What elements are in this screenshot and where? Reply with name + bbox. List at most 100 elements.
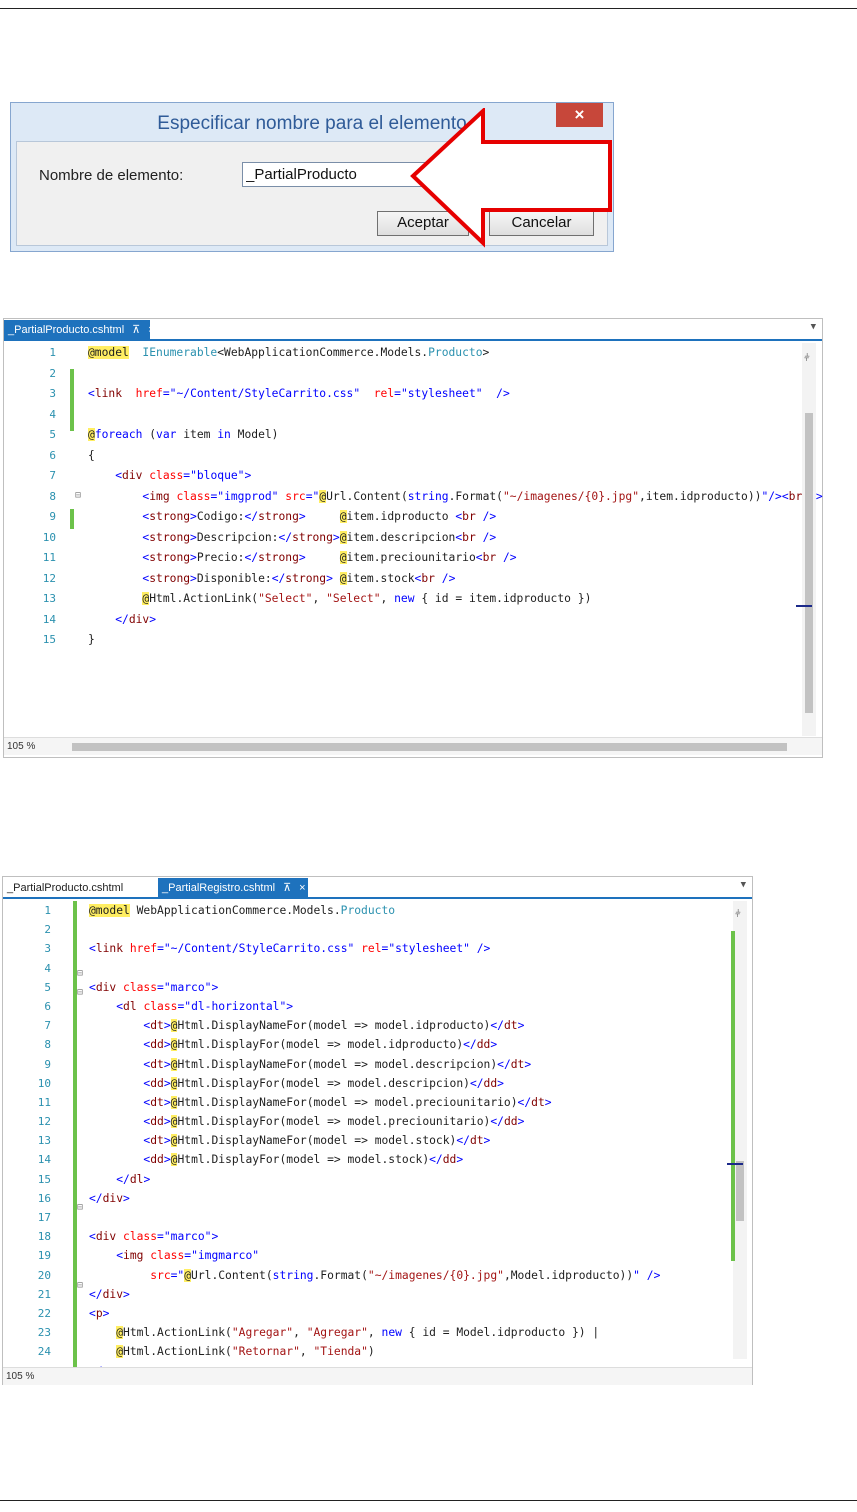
code-line[interactable] (88, 651, 823, 672)
code-line[interactable]: <dt>@Html.DisplayNameFor(model => model.… (89, 1016, 660, 1035)
collapse-icon[interactable]: ⊟ (75, 490, 82, 501)
code-token: Producto (428, 346, 483, 359)
tab-partial-producto[interactable]: _PartialProducto.cshtml (3, 878, 153, 899)
code-token: < (414, 571, 422, 585)
code-line[interactable]: </div> (88, 610, 823, 631)
line-number: 1 (44, 904, 51, 917)
item-name-label: Nombre de elemento: (39, 167, 184, 184)
close-button[interactable]: × (556, 103, 603, 127)
code-line[interactable] (88, 405, 823, 426)
collapse-icon[interactable]: ⊟ (77, 1280, 84, 1291)
zoom-level[interactable]: 105 % (7, 741, 36, 752)
code-token: /> (475, 510, 497, 523)
code-token (89, 1326, 116, 1339)
chevron-down-icon[interactable]: ▼ (810, 322, 816, 332)
code-token: dt (503, 1019, 518, 1033)
code-line[interactable]: <img class="imgprod" src="@Url.Content(s… (88, 487, 823, 508)
pin-icon[interactable]: ⊼ (283, 882, 292, 894)
horizontal-scrollbar[interactable]: 105 % (4, 737, 822, 755)
code-line[interactable]: <strong>Codigo:</strong> @item.idproduct… (88, 507, 823, 528)
code-line[interactable]: @Html.ActionLink("Retornar", "Tienda") (89, 1342, 660, 1361)
code-token: < (142, 489, 150, 503)
code-line[interactable]: @Html.ActionLink("Agregar", "Agregar", n… (89, 1323, 660, 1342)
code-line[interactable]: <dd>@Html.DisplayFor(model => model.idpr… (89, 1035, 660, 1054)
code-token: item.preciounitario (346, 551, 476, 564)
tab-partial-registro[interactable]: _PartialRegistro.cshtml⊼× (158, 878, 308, 899)
code-area[interactable]: @model IEnumerable<WebApplicationCommerc… (88, 343, 823, 671)
code-line[interactable] (89, 920, 660, 939)
code-line[interactable]: @model WebApplicationCommerce.Models.Pro… (89, 901, 660, 920)
line-number: 10 (37, 1076, 51, 1090)
code-token: foreach (94, 428, 143, 441)
chevron-down-icon[interactable]: ▼ (740, 880, 746, 890)
code-line[interactable]: </dl> (89, 1170, 660, 1189)
code-token: href (129, 942, 158, 956)
item-name-input[interactable] (242, 162, 452, 187)
code-line[interactable]: @Html.ActionLink("Select", "Select", new… (88, 589, 823, 610)
code-line[interactable]: <strong>Descripcion:</strong>@item.descr… (88, 528, 823, 549)
code-line[interactable]: <link href="~/Content/StyleCarrito.css" … (88, 384, 823, 405)
code-line[interactable] (88, 364, 823, 385)
code-token: ) (367, 1345, 375, 1359)
code-line[interactable]: { (88, 446, 823, 467)
horizontal-scrollbar[interactable]: 105 % (3, 1367, 752, 1385)
code-token: </ (271, 571, 286, 585)
code-line[interactable] (89, 1208, 660, 1227)
split-icon[interactable]: ⫩ (735, 909, 741, 920)
code-token: Html.DisplayNameFor(model => model.idpro… (177, 1019, 491, 1033)
code-line[interactable]: <dt>@Html.DisplayNameFor(model => model.… (89, 1093, 660, 1112)
code-line[interactable]: <dd>@Html.DisplayFor(model => model.prec… (89, 1112, 660, 1131)
close-icon[interactable]: × (148, 324, 155, 336)
scroll-thumb[interactable] (736, 1161, 744, 1221)
code-token: , (293, 1326, 307, 1340)
code-line[interactable]: } (88, 630, 823, 651)
close-icon[interactable]: × (299, 882, 306, 894)
code-line[interactable]: </div> (89, 1285, 660, 1304)
code-line[interactable]: <dd>@Html.DisplayFor(model => model.stoc… (89, 1150, 660, 1169)
vertical-scrollbar[interactable]: ⫩ (796, 343, 816, 736)
code-line[interactable]: <dd>@Html.DisplayFor(model => model.desc… (89, 1074, 660, 1093)
code-line[interactable]: <strong>Disponible:</strong> @item.stock… (88, 569, 823, 590)
code-token: ="stylesheet" (394, 387, 483, 400)
code-line[interactable]: src="@Url.Content(string.Format("~/image… (89, 1266, 660, 1285)
code-area[interactable]: @model WebApplicationCommerce.Models.Pro… (89, 901, 660, 1381)
code-token: Html.DisplayFor(model => model.stock) (177, 1153, 430, 1167)
line-number: 10 (42, 530, 56, 544)
h-scroll-thumb[interactable] (72, 743, 787, 751)
split-icon[interactable]: ⫩ (804, 353, 810, 364)
code-token: @ (170, 1153, 178, 1167)
collapse-icon[interactable]: ⊟ (77, 1202, 84, 1213)
code-line[interactable] (89, 959, 660, 978)
code-line[interactable]: <strong>Precio:</strong> @item.preciouni… (88, 548, 823, 569)
code-line[interactable]: <div class="marco"> (89, 978, 660, 997)
pin-icon[interactable]: ⊼ (132, 324, 141, 336)
code-token: div (95, 980, 117, 994)
scroll-thumb[interactable] (805, 413, 813, 713)
code-token (88, 531, 142, 544)
tab-partial-producto[interactable]: _PartialProducto.cshtml⊼× (4, 320, 155, 341)
code-token: < (89, 1230, 96, 1244)
code-line[interactable]: <div class="marco"> (89, 1227, 660, 1246)
code-line[interactable]: <link href="~/Content/StyleCarrito.css" … (89, 939, 660, 958)
code-line[interactable]: @foreach (var item in Model) (88, 425, 823, 446)
collapse-icon[interactable]: ⊟ (77, 968, 84, 979)
code-token: Html.DisplayNameFor(model => model.descr… (177, 1057, 498, 1071)
code-line[interactable]: <dt>@Html.DisplayNameFor(model => model.… (89, 1131, 660, 1150)
code-line[interactable]: </div> (89, 1189, 660, 1208)
code-line[interactable]: <img class="imgmarco" (89, 1246, 660, 1265)
code-token: > (163, 1057, 171, 1071)
code-token: strong (292, 530, 333, 544)
code-token: > (211, 980, 219, 994)
code-token (122, 387, 136, 400)
code-line[interactable]: <dl class="dl-horizontal"> (89, 997, 660, 1016)
vertical-scrollbar[interactable]: ⫩ (727, 901, 747, 1359)
code-line[interactable]: <div class="bloque"> (88, 466, 823, 487)
collapse-icon[interactable]: ⊟ (77, 987, 84, 998)
code-line[interactable]: <p> (89, 1304, 660, 1323)
cancel-button[interactable]: Cancelar (489, 211, 594, 236)
code-line[interactable]: <dt>@Html.DisplayNameFor(model => model.… (89, 1055, 660, 1074)
line-number: 19 (37, 1249, 51, 1263)
zoom-level[interactable]: 105 % (6, 1371, 35, 1382)
code-line[interactable]: @model IEnumerable<WebApplicationCommerc… (88, 343, 823, 364)
accept-button[interactable]: Aceptar (377, 211, 469, 236)
